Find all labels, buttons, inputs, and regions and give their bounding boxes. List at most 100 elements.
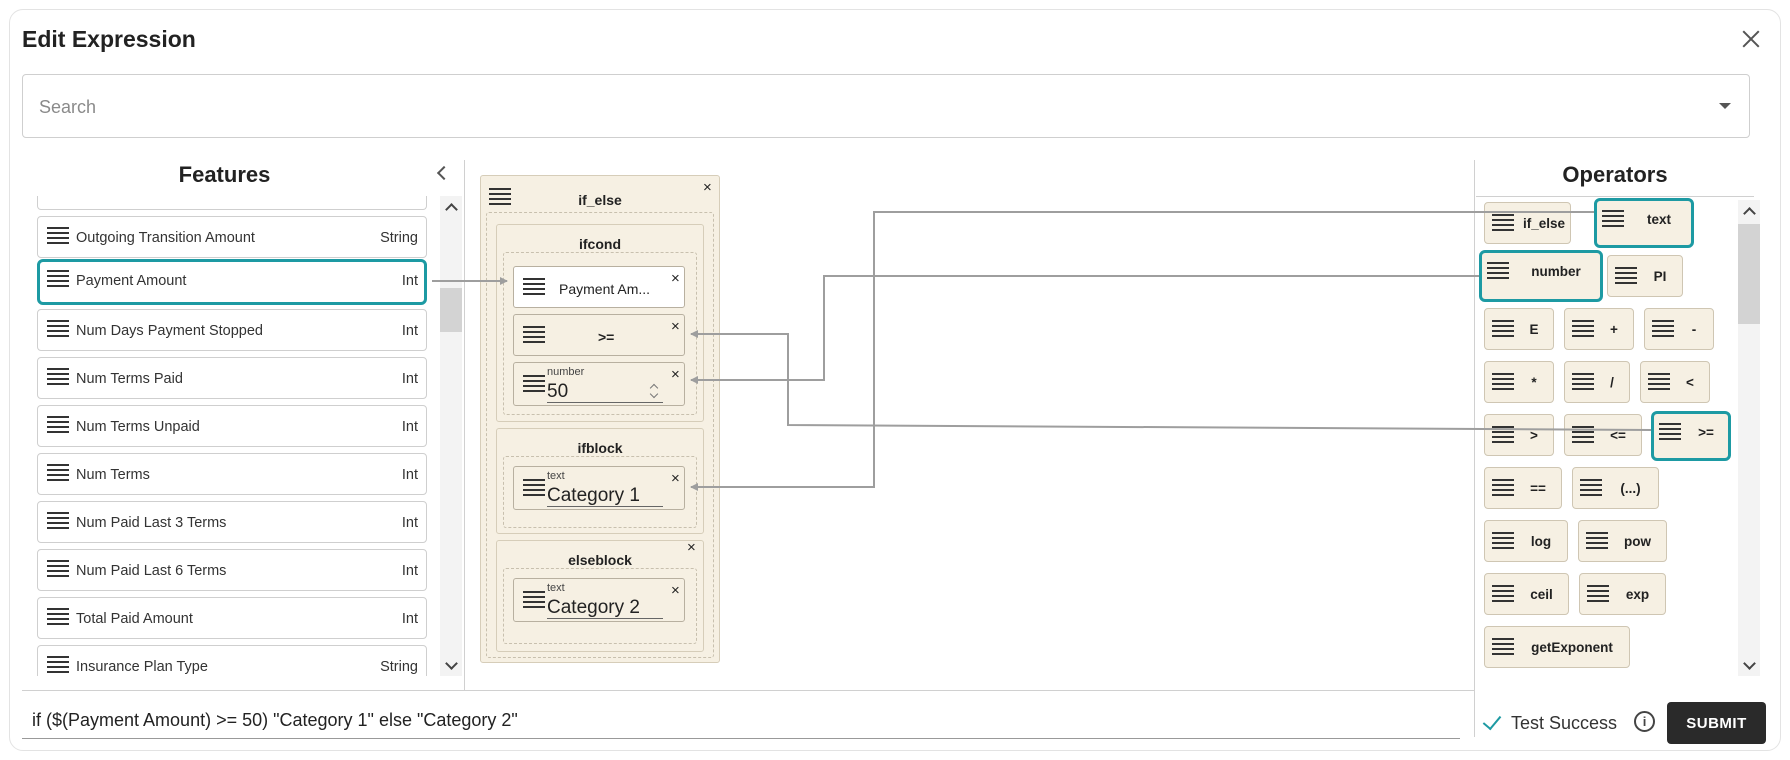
text-leaf-category-1[interactable]: text × [513,466,685,510]
drag-handle-icon[interactable] [1492,585,1514,605]
drag-handle-icon[interactable] [1492,214,1514,234]
drag-handle-icon[interactable] [47,320,69,338]
operator-pi[interactable]: PI [1607,255,1683,297]
chevron-left-icon[interactable] [434,164,450,182]
operator-plus[interactable]: + [1564,308,1634,350]
close-icon[interactable] [1737,25,1765,53]
drag-handle-icon[interactable] [1580,479,1602,499]
drag-handle-icon[interactable] [1572,320,1594,340]
close-icon[interactable]: × [671,270,680,287]
operator-pow[interactable]: pow [1578,520,1667,562]
drag-handle-icon[interactable] [1572,426,1594,446]
operator-ceil[interactable]: ceil [1484,573,1569,615]
scroll-down-icon[interactable] [446,660,456,670]
scroll-up-icon[interactable] [446,202,456,212]
close-icon[interactable]: × [671,582,680,599]
drag-handle-icon[interactable] [523,278,545,298]
payment-amount-leaf[interactable]: Payment Am... × [513,266,685,308]
drag-handle-icon[interactable] [1615,267,1637,287]
drag-handle-icon[interactable] [489,188,511,208]
feature-item[interactable] [37,196,427,210]
number-leaf[interactable]: number × [513,362,685,406]
text-leaf-category-2[interactable]: text × [513,578,685,622]
operator-gt[interactable]: > [1484,414,1554,456]
feature-item[interactable]: Num Terms Int [37,453,427,495]
operators-scroll-thumb[interactable] [1738,224,1760,324]
drag-handle-icon[interactable] [1602,210,1624,230]
feature-item[interactable]: Outgoing Transition Amount String [37,216,427,258]
operator-gte-leaf[interactable]: >= × [513,314,685,356]
operator-lt[interactable]: < [1640,361,1710,403]
features-scroll-thumb[interactable] [440,288,462,332]
operators-scrollbar[interactable] [1738,200,1760,676]
close-icon[interactable]: × [671,318,680,335]
info-icon[interactable]: i [1634,711,1655,732]
operator-minus[interactable]: - [1644,308,1714,350]
text-input-category-2[interactable] [547,597,663,619]
feature-item[interactable]: Num Paid Last 3 Terms Int [37,501,427,543]
features-scrollbar[interactable] [440,196,462,676]
drag-handle-icon[interactable] [1492,426,1514,446]
scroll-up-icon[interactable] [1744,206,1754,216]
drag-handle-icon[interactable] [1492,532,1514,552]
scroll-down-icon[interactable] [1744,660,1754,670]
operator-exp[interactable]: exp [1579,573,1666,615]
drag-handle-icon[interactable] [523,326,545,346]
drag-handle-icon[interactable] [1652,320,1674,340]
feature-item[interactable]: Num Paid Last 6 Terms Int [37,549,427,591]
drag-handle-icon[interactable] [47,512,69,530]
feature-item[interactable]: Num Terms Unpaid Int [37,405,427,447]
drag-handle-icon[interactable] [47,560,69,578]
close-icon[interactable]: × [687,539,696,556]
features-heading: Features [178,162,271,187]
operator-e[interactable]: E [1484,308,1554,350]
drag-handle-icon[interactable] [47,368,69,386]
operator-lte[interactable]: <= [1564,414,1642,456]
drag-handle-icon[interactable] [1492,479,1514,499]
close-icon[interactable]: × [671,470,680,487]
operator-get-exponent[interactable]: getExponent [1484,626,1630,668]
drag-handle-icon[interactable] [47,608,69,626]
operator-text[interactable]: text [1594,198,1694,248]
drag-handle-icon[interactable] [47,656,69,674]
operator-parens[interactable]: (...) [1572,467,1659,509]
operator-log[interactable]: log [1484,520,1568,562]
drag-handle-icon[interactable] [523,375,545,395]
feature-item-selected[interactable]: Payment Amount Int [37,259,427,305]
operator-divide[interactable]: / [1564,361,1630,403]
drag-handle-icon[interactable] [47,227,69,245]
search-field[interactable] [22,74,1750,138]
drag-handle-icon[interactable] [47,416,69,434]
drag-handle-icon[interactable] [523,591,545,611]
operator-eq[interactable]: == [1484,467,1562,509]
feature-item[interactable]: Num Terms Paid Int [37,357,427,399]
text-input-category-1[interactable] [547,485,663,507]
submit-button[interactable]: SUBMIT [1667,702,1766,744]
feature-item[interactable]: Num Days Payment Stopped Int [37,309,427,351]
drag-handle-icon[interactable] [1492,320,1514,340]
drag-handle-icon[interactable] [47,270,69,288]
operator-gte[interactable]: >= [1651,411,1731,461]
drag-handle-icon[interactable] [1659,423,1681,443]
close-icon[interactable]: × [671,366,680,383]
stepper-icon[interactable] [648,383,660,399]
drag-handle-icon[interactable] [47,464,69,482]
dropdown-caret-icon[interactable] [1719,103,1731,109]
drag-handle-icon[interactable] [1648,373,1670,393]
drag-handle-icon[interactable] [1587,585,1609,605]
close-icon[interactable]: × [703,179,712,196]
operator-number[interactable]: number [1479,250,1603,302]
expression-field[interactable]: if ($(Payment Amount) >= 50) "Category 1… [22,708,1462,738]
drag-handle-icon[interactable] [1586,532,1608,552]
drag-handle-icon[interactable] [1487,262,1509,282]
drag-handle-icon[interactable] [1572,373,1594,393]
drag-handle-icon[interactable] [523,479,545,499]
search-input[interactable] [39,93,1639,121]
feature-item[interactable]: Insurance Plan Type String [37,645,427,676]
number-input[interactable] [547,381,663,403]
feature-item[interactable]: Total Paid Amount Int [37,597,427,639]
operator-if-else[interactable]: if_else [1484,202,1571,244]
operator-multiply[interactable]: * [1484,361,1554,403]
drag-handle-icon[interactable] [1492,373,1514,393]
drag-handle-icon[interactable] [1492,638,1514,658]
